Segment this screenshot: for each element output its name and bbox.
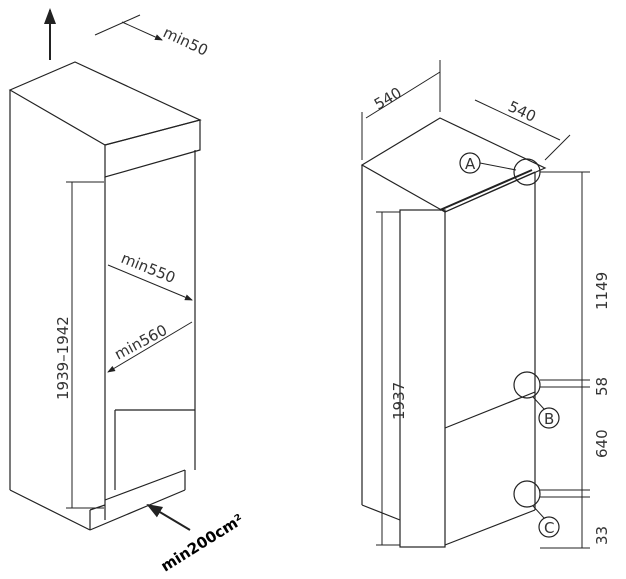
niche-height-label: 1939–1942 [54, 316, 72, 400]
fridge [360, 117, 547, 548]
vent-area-label: min200cm² [158, 510, 247, 575]
bottom-gap-label: 33 [593, 526, 611, 545]
cabinet-niche [8, 61, 202, 531]
point-c-label: C [544, 519, 554, 537]
total-height-label: 1937 [390, 382, 408, 420]
detail-circle-b [513, 371, 541, 399]
point-b-label: B [544, 410, 554, 428]
point-a-label: A [465, 155, 476, 173]
upper-height-label: 1149 [593, 272, 611, 310]
depth-lower-label: min560 [111, 321, 170, 364]
width-label: 540 [371, 84, 405, 114]
lower-height-label: 640 [593, 429, 611, 458]
vent-arrow-icon [146, 503, 191, 531]
depth-label: 540 [505, 97, 539, 125]
top-clearance-label: min50 [160, 23, 211, 59]
detail-circle-c [513, 480, 541, 508]
detail-circle-a [513, 158, 541, 186]
middle-gap-label: 58 [593, 377, 611, 396]
